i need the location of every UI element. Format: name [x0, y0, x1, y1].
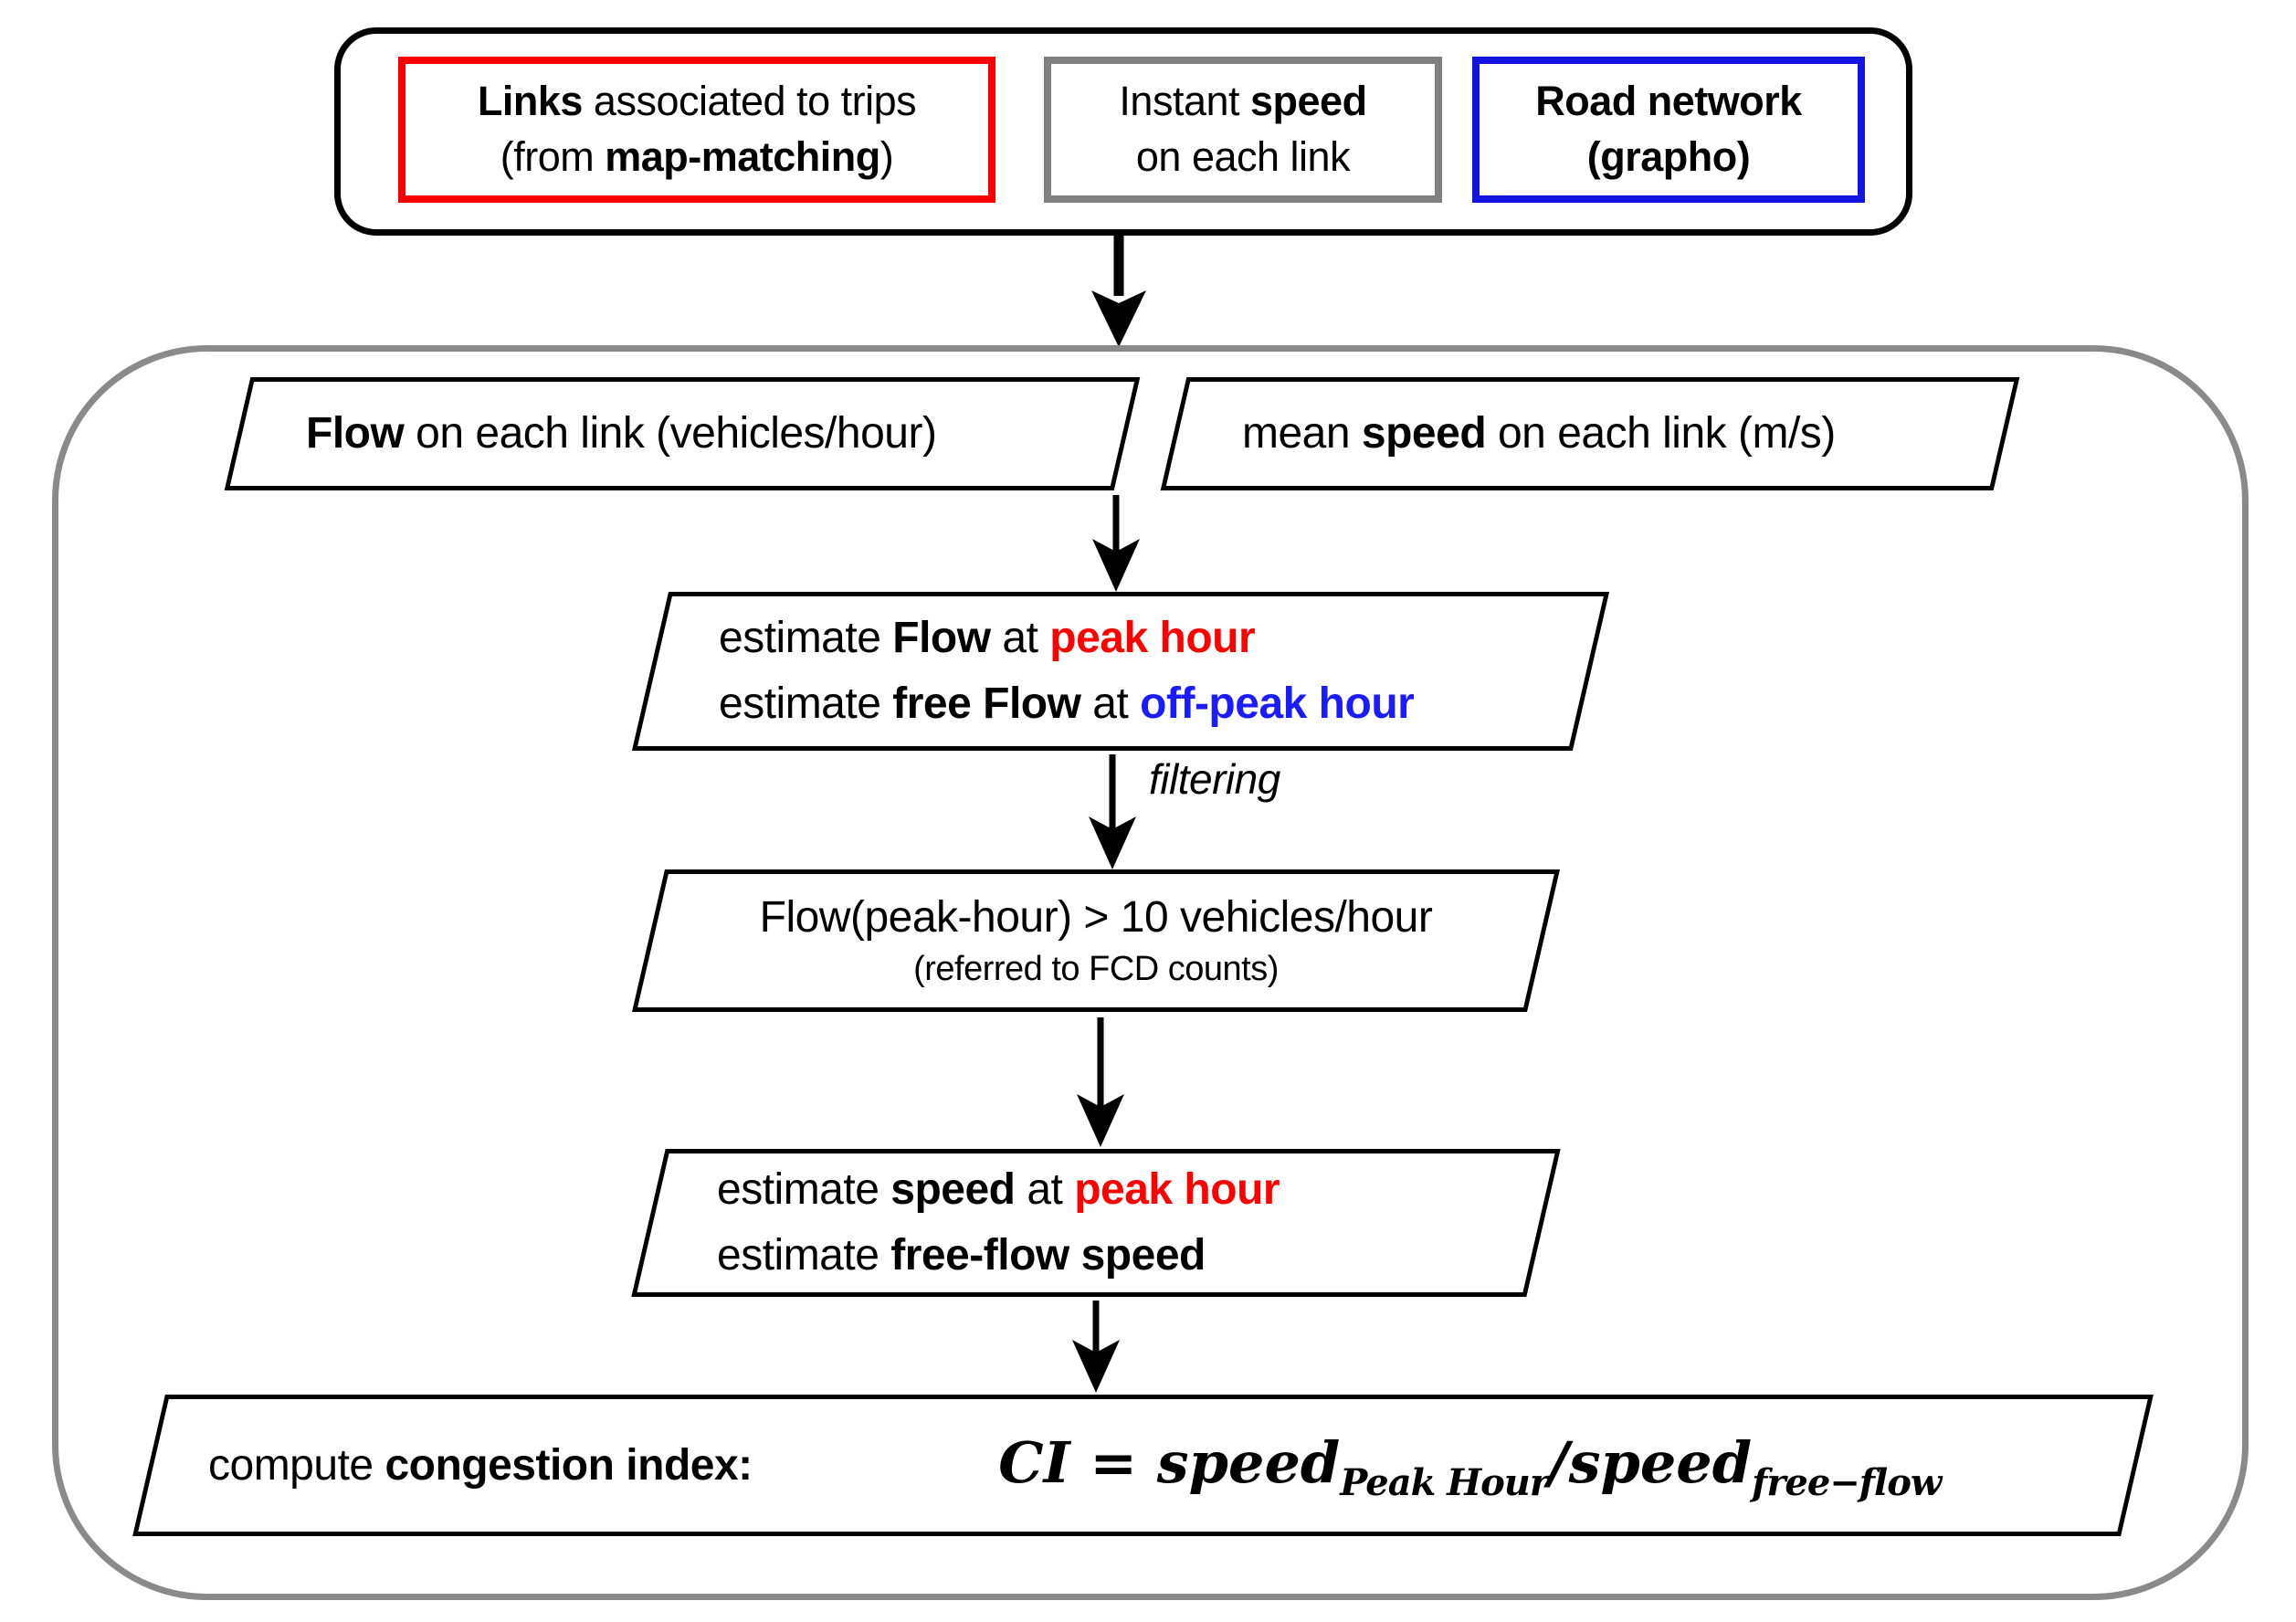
estimate-speed-text: estimate speed at peak hour estimate fre…: [653, 1153, 1603, 1292]
mean-speed-parallelogram: mean speed on each link (m/s): [1160, 377, 2020, 490]
arrow-filtering: [1089, 754, 1136, 869]
speed-peak-hour-red: peak hour: [1074, 1165, 1280, 1214]
mean-pre: mean: [1242, 409, 1362, 458]
ef-l1-bold: Flow: [892, 614, 991, 662]
es-l2-pre: estimate: [717, 1231, 891, 1280]
formula-lhs: CI: [998, 1429, 1070, 1496]
mean-speed-line: mean speed on each link (m/s): [1242, 407, 2066, 460]
links-line2-post: ): [879, 133, 894, 180]
mean-speed-parallelogram-text: mean speed on each link (m/s): [1178, 382, 2066, 486]
formula-sub1: Peak Hour: [1340, 1461, 1548, 1504]
formula-sub2: free−flow: [1752, 1461, 1942, 1504]
ef-l1-mid: at: [990, 614, 1050, 662]
es-l1-mid: at: [1015, 1165, 1075, 1214]
estimate-speed-parallelogram: estimate speed at peak hour estimate fre…: [631, 1149, 1561, 1297]
inputs-group: Links associated to trips (from map-matc…: [334, 27, 1912, 236]
flow-filter-line2: (referred to FCD counts): [913, 949, 1279, 988]
mean-speed-rest: on each link (m/s): [1486, 409, 1836, 458]
peak-hour-red: peak hour: [1049, 614, 1256, 662]
links-input-box: Links associated to trips (from map-matc…: [398, 57, 995, 203]
arrow-to-compute-ci: [1072, 1301, 1120, 1393]
speed-box-line2: on each link: [1135, 133, 1351, 180]
flow-filter-line1: Flow(peak-hour) > 10 vehicles/hour: [759, 893, 1433, 943]
instant-speed-input-box: Instant speed on each link: [1044, 57, 1442, 203]
ef-l2-bold: free Flow: [892, 679, 1081, 728]
flow-filter-parallelogram: Flow(peak-hour) > 10 vehicles/hour (refe…: [631, 869, 1561, 1012]
ef-l1-pre: estimate: [719, 614, 893, 662]
filtering-label: filtering: [1149, 755, 1280, 803]
speed-bold: speed: [1250, 78, 1367, 125]
speed-box-line1: Instant speed: [1119, 74, 1367, 130]
congestion-index-bold: congestion index:: [384, 1440, 753, 1490]
estimate-flow-parallelogram: estimate Flow at peak hour estimate free…: [631, 592, 1610, 751]
compute-ci-parallelogram: compute congestion index: CI = speedPeak…: [132, 1395, 2154, 1536]
formula-term2: speed: [1568, 1429, 1753, 1496]
instant-pre: Instant: [1119, 78, 1251, 125]
estimate-flow-line2: estimate free Flow at off-peak hour: [719, 671, 1650, 737]
free-flow-speed-bold: free-flow speed: [890, 1231, 1206, 1280]
links-box-line1: Links associated to trips: [477, 74, 917, 130]
arrow-to-estimate-flow: [1092, 495, 1140, 592]
network-box-line1: Road network: [1535, 78, 1802, 125]
road-network-input-box: Road network (grapho): [1472, 57, 1865, 203]
compute-ci-content: compute congestion index: CI = speedPeak…: [153, 1399, 2224, 1532]
network-box-line2: (grapho): [1586, 133, 1751, 180]
links-box-line2: (from map-matching): [500, 130, 894, 185]
arrow-to-estimate-speed: [1077, 1017, 1124, 1147]
map-matching-bold: map-matching: [605, 133, 880, 180]
formula-slash: /: [1547, 1429, 1569, 1496]
flow-parallelogram: Flow on each link (vehicles/hour): [224, 377, 1141, 490]
estimate-speed-line2: estimate free-flow speed: [717, 1223, 1603, 1289]
off-peak-hour-blue: off-peak hour: [1140, 679, 1415, 728]
links-line2-pre: (from: [500, 133, 606, 180]
flow-line: Flow on each link (vehicles/hour): [306, 407, 1186, 460]
formula-eq: =: [1069, 1429, 1157, 1496]
flow-rest: on each link (vehicles/hour): [404, 409, 937, 458]
es-l1-bold: speed: [890, 1165, 1016, 1214]
estimate-speed-line1: estimate speed at peak hour: [717, 1157, 1603, 1223]
estimate-flow-text: estimate Flow at peak hour estimate free…: [655, 596, 1650, 746]
mean-speed-bold: speed: [1361, 409, 1487, 458]
links-bold: Links: [477, 78, 584, 125]
estimate-flow-line1: estimate Flow at peak hour: [719, 606, 1650, 671]
compute-ci-label: compute congestion index:: [208, 1433, 753, 1499]
compute-pre: compute: [208, 1440, 385, 1490]
formula-term1: speed: [1156, 1429, 1341, 1496]
ef-l2-pre: estimate: [719, 679, 893, 728]
arrow-inputs-to-processing: [1091, 236, 1146, 347]
flow-filter-text: Flow(peak-hour) > 10 vehicles/hour (refe…: [653, 874, 1539, 1007]
es-l1-pre: estimate: [717, 1165, 891, 1214]
links-rest: associated to trips: [582, 78, 917, 125]
flow-parallelogram-text: Flow on each link (vehicles/hour): [242, 382, 1186, 486]
ef-l2-mid: at: [1080, 679, 1141, 728]
ci-formula: CI = speedPeak Hour/speedfree−flow: [753, 1420, 2187, 1511]
flow-bold: Flow: [306, 409, 405, 458]
